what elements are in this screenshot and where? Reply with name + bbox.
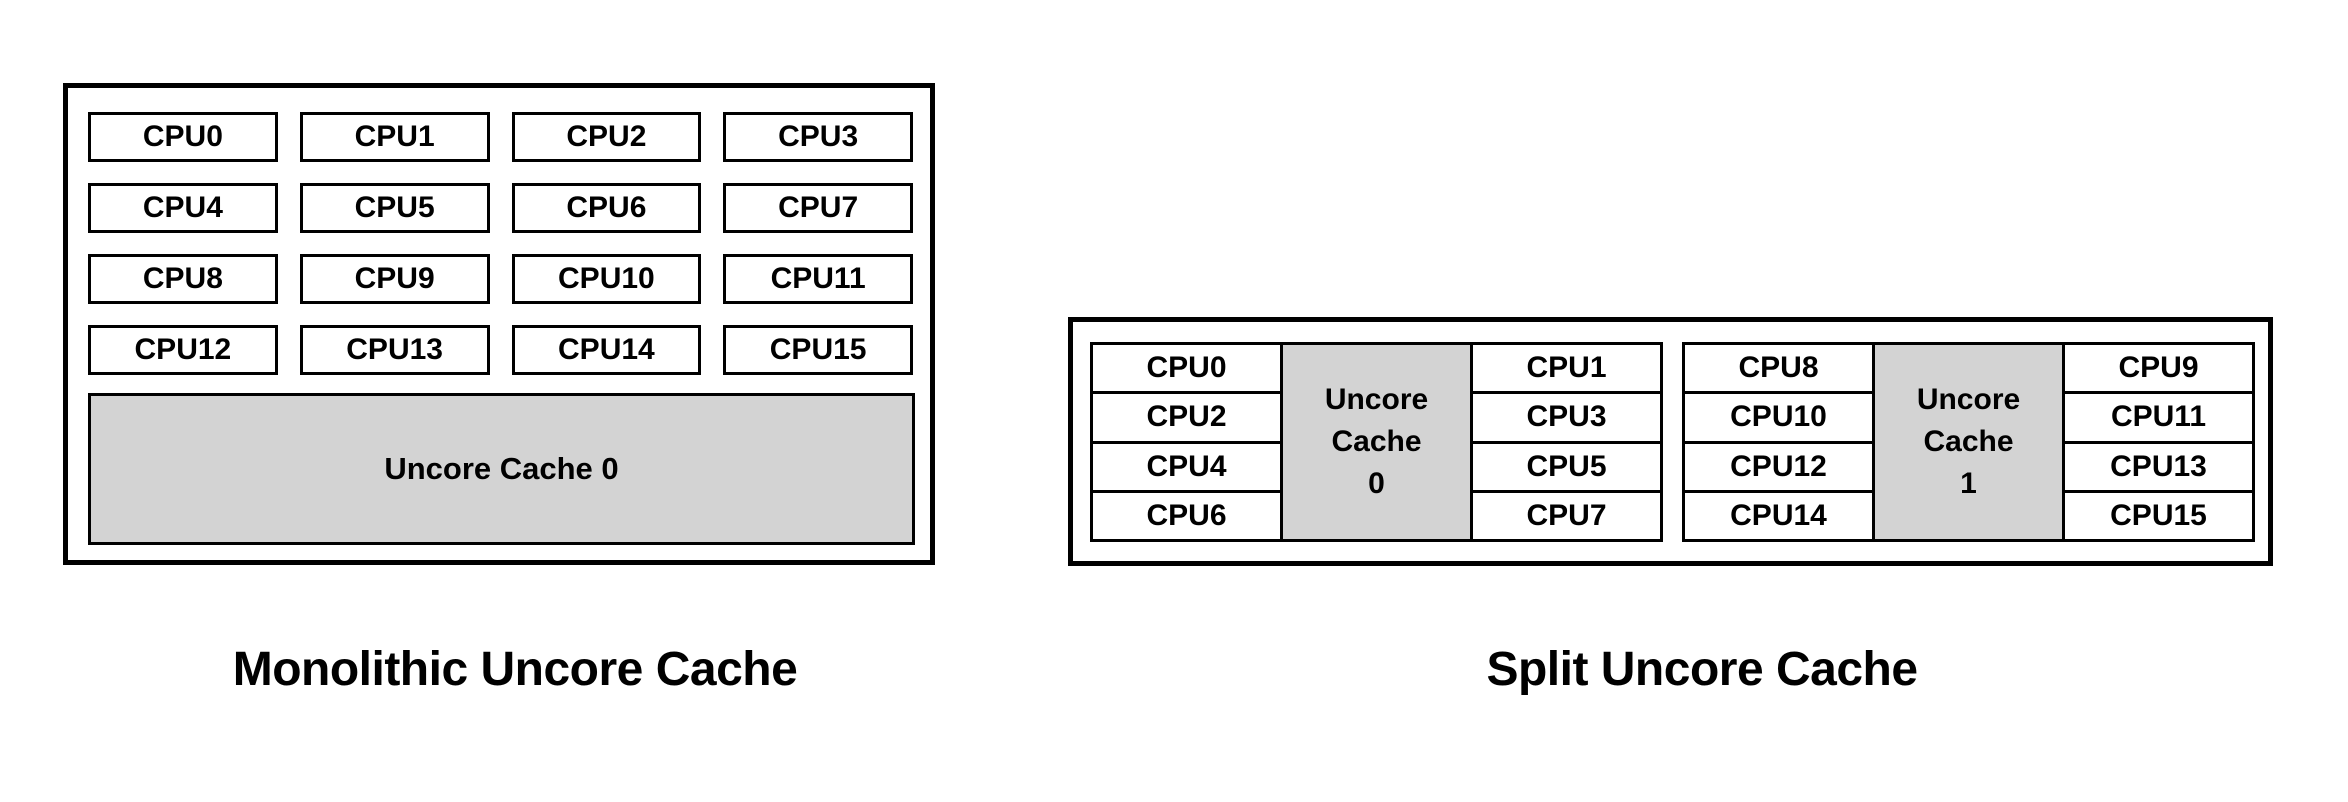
uncore-cache-0-box: Uncore Cache 0 (88, 393, 915, 545)
cpu-box: CPU9 (2065, 345, 2252, 392)
cpu-box: CPU13 (2065, 443, 2252, 490)
cpu-box: CPU8 (1685, 345, 1872, 392)
cpu-box: CPU2 (511, 112, 702, 162)
cpu-box: CPU14 (1685, 492, 1872, 539)
cpu-box: CPU12 (1685, 443, 1872, 490)
cpu-box: CPU0 (1093, 345, 1280, 392)
cpu-box: CPU11 (723, 254, 913, 304)
uncore-cache-1-cell: Uncore Cache 1 (1875, 345, 2062, 539)
cpu-box: CPU1 (1473, 345, 1660, 392)
cpu-box: CPU14 (511, 325, 702, 375)
uncore-cache-line: 0 (1368, 467, 1385, 500)
cpu-box: CPU10 (1685, 394, 1872, 441)
cpu-box: CPU1 (299, 112, 490, 162)
uncore-cache-0-cell: Uncore Cache 0 (1283, 345, 1470, 539)
cpu-box: CPU6 (511, 183, 702, 233)
uncore-cache-line: Cache (1923, 425, 2014, 458)
cpu-box: CPU10 (511, 254, 702, 304)
uncore-cache-line: 1 (1960, 467, 1977, 500)
cpu-box: CPU15 (723, 325, 913, 375)
cpu-box: CPU5 (299, 183, 490, 233)
monolithic-caption: Monolithic Uncore Cache (232, 643, 798, 696)
cpu-box: CPU4 (1093, 443, 1280, 490)
cpu-box: CPU4 (88, 183, 278, 233)
cpu-box: CPU6 (1093, 492, 1280, 539)
cpu-box: CPU13 (299, 325, 490, 375)
cpu-box: CPU5 (1473, 443, 1660, 490)
uncore-cache-line: Uncore (1916, 383, 2021, 416)
monolithic-diagram: CPU0 CPU1 CPU2 CPU3 CPU4 CPU5 CPU6 CPU7 … (63, 83, 935, 565)
cpu-box: CPU3 (1473, 394, 1660, 441)
cpu-box: CPU7 (723, 183, 913, 233)
cpu-box: CPU7 (1473, 492, 1660, 539)
cpu-box: CPU15 (2065, 492, 2252, 539)
cpu-grid: CPU0 CPU1 CPU2 CPU3 CPU4 CPU5 CPU6 CPU7 … (88, 112, 913, 375)
cpu-box: CPU11 (2065, 394, 2252, 441)
cpu-box: CPU0 (88, 112, 278, 162)
split-cluster-1: CPU8 CPU10 CPU12 CPU14 Uncore Cache 1 CP… (1682, 342, 2255, 542)
split-cluster-0: CPU0 CPU2 CPU4 CPU6 Uncore Cache 0 CPU1 … (1090, 342, 1663, 542)
cpu-box: CPU8 (88, 254, 278, 304)
cpu-box: CPU12 (88, 325, 278, 375)
split-diagram: CPU0 CPU2 CPU4 CPU6 Uncore Cache 0 CPU1 … (1068, 317, 2273, 566)
split-caption: Split Uncore Cache (1486, 643, 1918, 696)
cpu-box: CPU2 (1093, 394, 1280, 441)
uncore-cache-line: Cache (1331, 425, 1422, 458)
uncore-cache-line: Uncore (1324, 383, 1429, 416)
cpu-box: CPU9 (299, 254, 490, 304)
cpu-box: CPU3 (723, 112, 913, 162)
